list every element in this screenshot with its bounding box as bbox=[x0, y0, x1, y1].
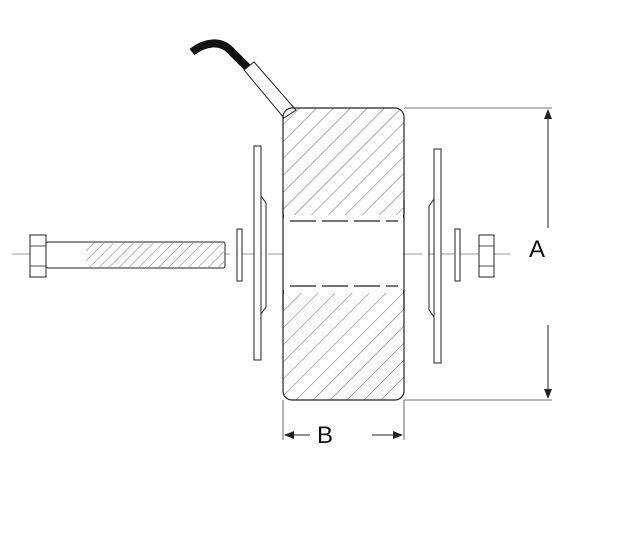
load-cell-body bbox=[282, 107, 405, 401]
nut bbox=[478, 234, 495, 278]
dimension-a bbox=[404, 107, 552, 401]
small-washer-left bbox=[236, 228, 243, 282]
dimension-label-a: A bbox=[529, 236, 545, 263]
bolt bbox=[29, 234, 226, 278]
small-washer-right bbox=[454, 228, 461, 282]
dimension-label-b: B bbox=[317, 422, 333, 449]
cable bbox=[189, 39, 297, 119]
large-washer-right bbox=[428, 148, 442, 364]
large-washer-left bbox=[253, 145, 267, 361]
dimension-b bbox=[282, 400, 405, 440]
